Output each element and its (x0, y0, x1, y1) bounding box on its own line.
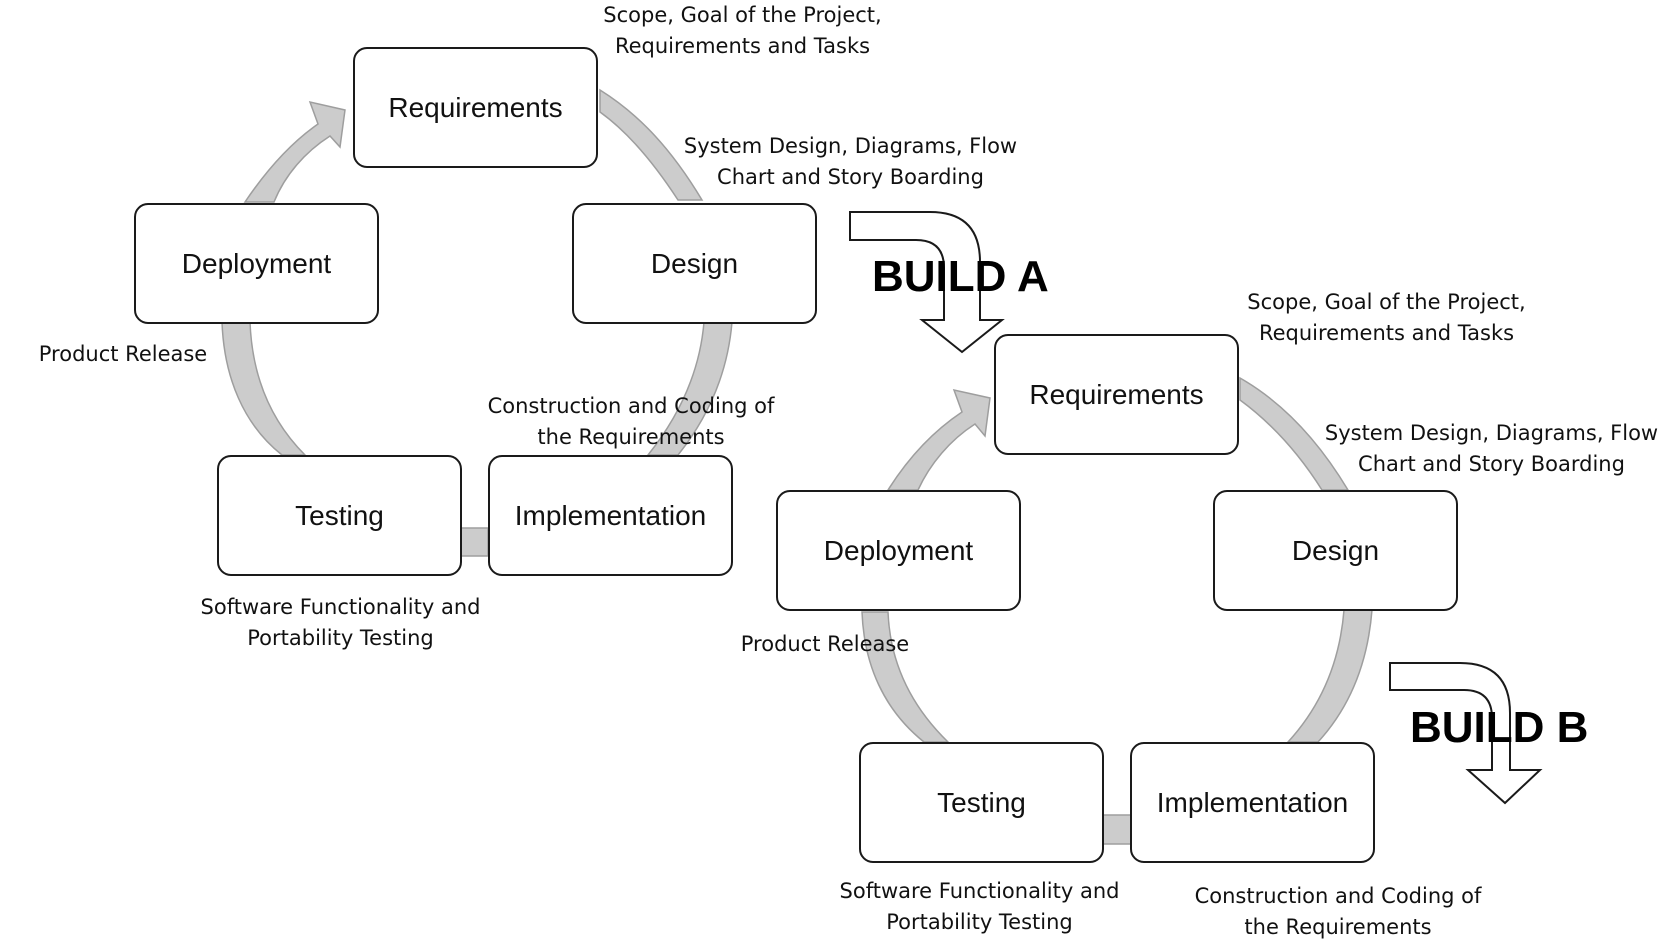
build-b-requirements-label: Requirements (1029, 378, 1204, 410)
build-b-construction-line-1: Construction and Coding of (1194, 884, 1482, 908)
build-a-design-line-1: System Design, Diagrams, Flow (683, 134, 1018, 158)
build-b-design-line-2: Chart and Story Boarding (1358, 452, 1625, 476)
build-a-bent-arrow (849, 211, 1005, 354)
build-b-requirements-box: Requirements (994, 334, 1239, 455)
build-a-requirements-label: Requirements (388, 91, 563, 123)
build-a-testing-line-1: Software Functionality and (200, 595, 481, 619)
build-a-release-note: Product Release (32, 339, 214, 370)
build-b-testing-note: Software Functionality and Portability T… (827, 876, 1132, 938)
build-a-scope-line-2: Requirements and Tasks (614, 34, 871, 58)
build-a-testing-label: Testing (295, 499, 384, 531)
connector-a-req-design (599, 88, 704, 201)
build-a-design-box: Design (572, 203, 817, 324)
build-b-bent-arrow (1389, 662, 1543, 805)
connector-b-impl-testing (1101, 814, 1132, 845)
build-a-construction-line-1: Construction and Coding of (487, 394, 775, 418)
build-a-testing-note: Software Functionality and Portability T… (188, 592, 493, 654)
build-a-requirements-box: Requirements (353, 47, 598, 168)
build-b-label: BUILD B (1410, 703, 1589, 752)
build-b-implementation-box: Implementation (1130, 742, 1375, 863)
cycle-b-connectors (861, 376, 1373, 845)
build-a-construction-note: Construction and Coding of the Requireme… (476, 391, 786, 453)
build-a-scope-line-1: Scope, Goal of the Project, (603, 3, 882, 27)
build-b-deployment-label: Deployment (823, 534, 974, 566)
connector-a-testing-deploy (221, 321, 307, 456)
build-b-release-note: Product Release (734, 629, 916, 660)
build-a-design-label: Design (650, 247, 739, 279)
connector-b-testing-deploy (861, 611, 950, 743)
build-b-testing-line-1: Software Functionality and (839, 879, 1120, 903)
build-b-scope-line-1: Scope, Goal of the Project, (1247, 290, 1526, 314)
build-a-release-line: Product Release (38, 342, 208, 366)
build-a-label: BUILD A (872, 252, 1049, 301)
build-b-testing-box: Testing (859, 742, 1104, 863)
build-b-design-line-1: System Design, Diagrams, Flow (1324, 421, 1659, 445)
build-a-testing-line-2: Portability Testing (247, 626, 434, 650)
build-a-testing-box: Testing (217, 455, 462, 576)
build-b-scope-line-2: Requirements and Tasks (1258, 321, 1515, 345)
connector-b-design-impl (1286, 609, 1373, 743)
build-b-construction-note: Construction and Coding of the Requireme… (1183, 881, 1493, 943)
build-a-construction-line-2: the Requirements (537, 425, 725, 449)
build-b-design-label: Design (1291, 534, 1380, 566)
build-a-deployment-label: Deployment (181, 247, 332, 279)
build-a-scope-note: Scope, Goal of the Project, Requirements… (580, 0, 905, 62)
build-b-design-note: System Design, Diagrams, Flow Chart and … (1324, 418, 1659, 480)
cycle-a-connectors (221, 88, 733, 557)
build-b-implementation-label: Implementation (1156, 786, 1349, 818)
build-b-design-box: Design (1213, 490, 1458, 611)
connector-b-deploy-req-arrow (886, 388, 991, 491)
build-a-design-note: System Design, Diagrams, Flow Chart and … (683, 131, 1018, 193)
build-a-implementation-label: Implementation (514, 499, 707, 531)
build-a-deployment-box: Deployment (134, 203, 379, 324)
build-b-testing-line-2: Portability Testing (886, 910, 1073, 934)
build-a-design-line-2: Chart and Story Boarding (717, 165, 984, 189)
connector-a-impl-testing (458, 527, 489, 557)
build-a-implementation-box: Implementation (488, 455, 733, 576)
connector-a-deploy-req-arrow (243, 100, 346, 203)
build-b-deployment-box: Deployment (776, 490, 1021, 611)
build-b-testing-label: Testing (937, 786, 1026, 818)
build-b-scope-note: Scope, Goal of the Project, Requirements… (1224, 287, 1549, 349)
build-b-construction-line-2: the Requirements (1244, 915, 1432, 939)
build-b-release-line: Product Release (740, 632, 910, 656)
